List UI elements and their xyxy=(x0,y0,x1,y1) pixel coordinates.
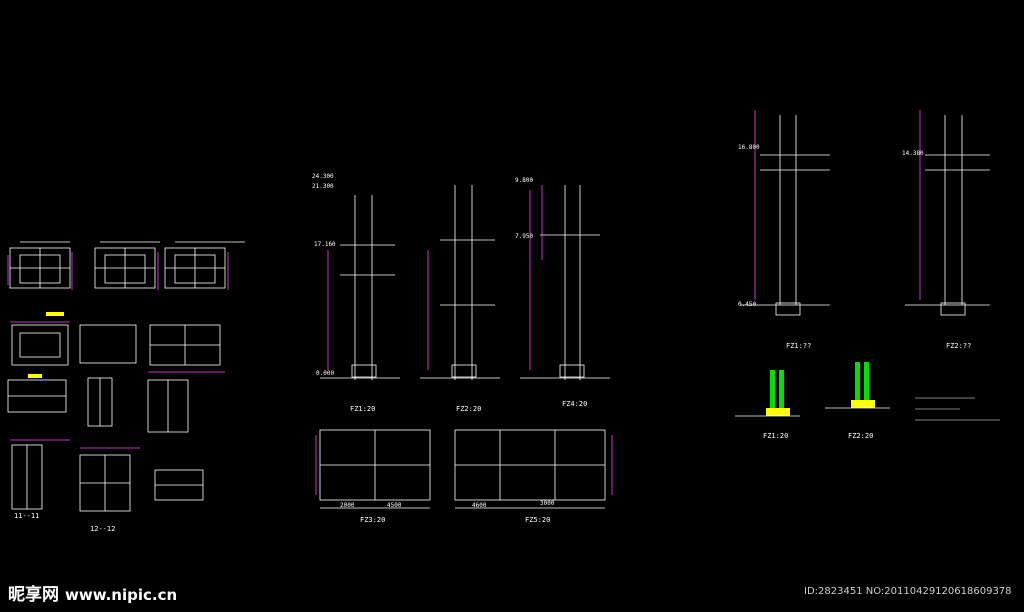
caption-fz2-small: FZ2:20 xyxy=(848,432,874,440)
middle-magenta-dims xyxy=(315,185,613,495)
yellow-marks xyxy=(28,312,64,378)
notes-lines xyxy=(915,397,1000,421)
dim-label: 4600 xyxy=(472,502,487,509)
caption-fz1-left: FZ1:20 xyxy=(350,405,376,413)
dim-label: 3000 xyxy=(540,500,555,507)
dim-label: 9.800 xyxy=(515,177,534,184)
dim-label: 14.380 xyxy=(902,150,924,157)
section-11: 11--11 xyxy=(14,512,40,520)
caption-fz2-left: FZ2:20 xyxy=(456,405,482,413)
dim-label: 2000 xyxy=(340,502,355,509)
dim-label: 0.450 xyxy=(738,301,757,308)
green-column-details xyxy=(735,362,890,417)
dim-label: 7.950 xyxy=(515,233,534,240)
dim-label: 0.000 xyxy=(316,370,335,377)
dim-label: 21.300 xyxy=(312,183,334,190)
dim-label: 17.160 xyxy=(314,241,336,248)
section-12: 12--12 xyxy=(90,525,116,533)
watermark-brand: 昵享网 xyxy=(8,585,59,605)
right-magenta-dims xyxy=(754,110,921,300)
caption-fz1-right: FZ1:?? xyxy=(786,342,812,350)
caption-fz1-small: FZ1:20 xyxy=(763,432,789,440)
dim-label: 16.800 xyxy=(738,144,760,151)
caption-fz3-plan: FZ3:20 xyxy=(360,516,386,524)
caption-fz4: FZ4:20 xyxy=(562,400,588,408)
left-detail-group xyxy=(7,241,245,512)
left-magenta-marks xyxy=(7,252,229,449)
right-columns xyxy=(740,115,990,316)
watermark-id: ID:2823451 NO:20110429120618609378 xyxy=(804,586,1012,597)
watermark-url: www.nipic.cn xyxy=(65,586,178,604)
watermark-logo: 昵享网 www.nipic.cn xyxy=(8,580,177,605)
middle-columns xyxy=(319,185,610,509)
dim-label: 24.300 xyxy=(312,173,334,180)
dim-label: 4500 xyxy=(387,502,402,509)
caption-fz2-right: FZ2:?? xyxy=(946,342,972,350)
caption-fz5-plan: FZ5:20 xyxy=(525,516,551,524)
